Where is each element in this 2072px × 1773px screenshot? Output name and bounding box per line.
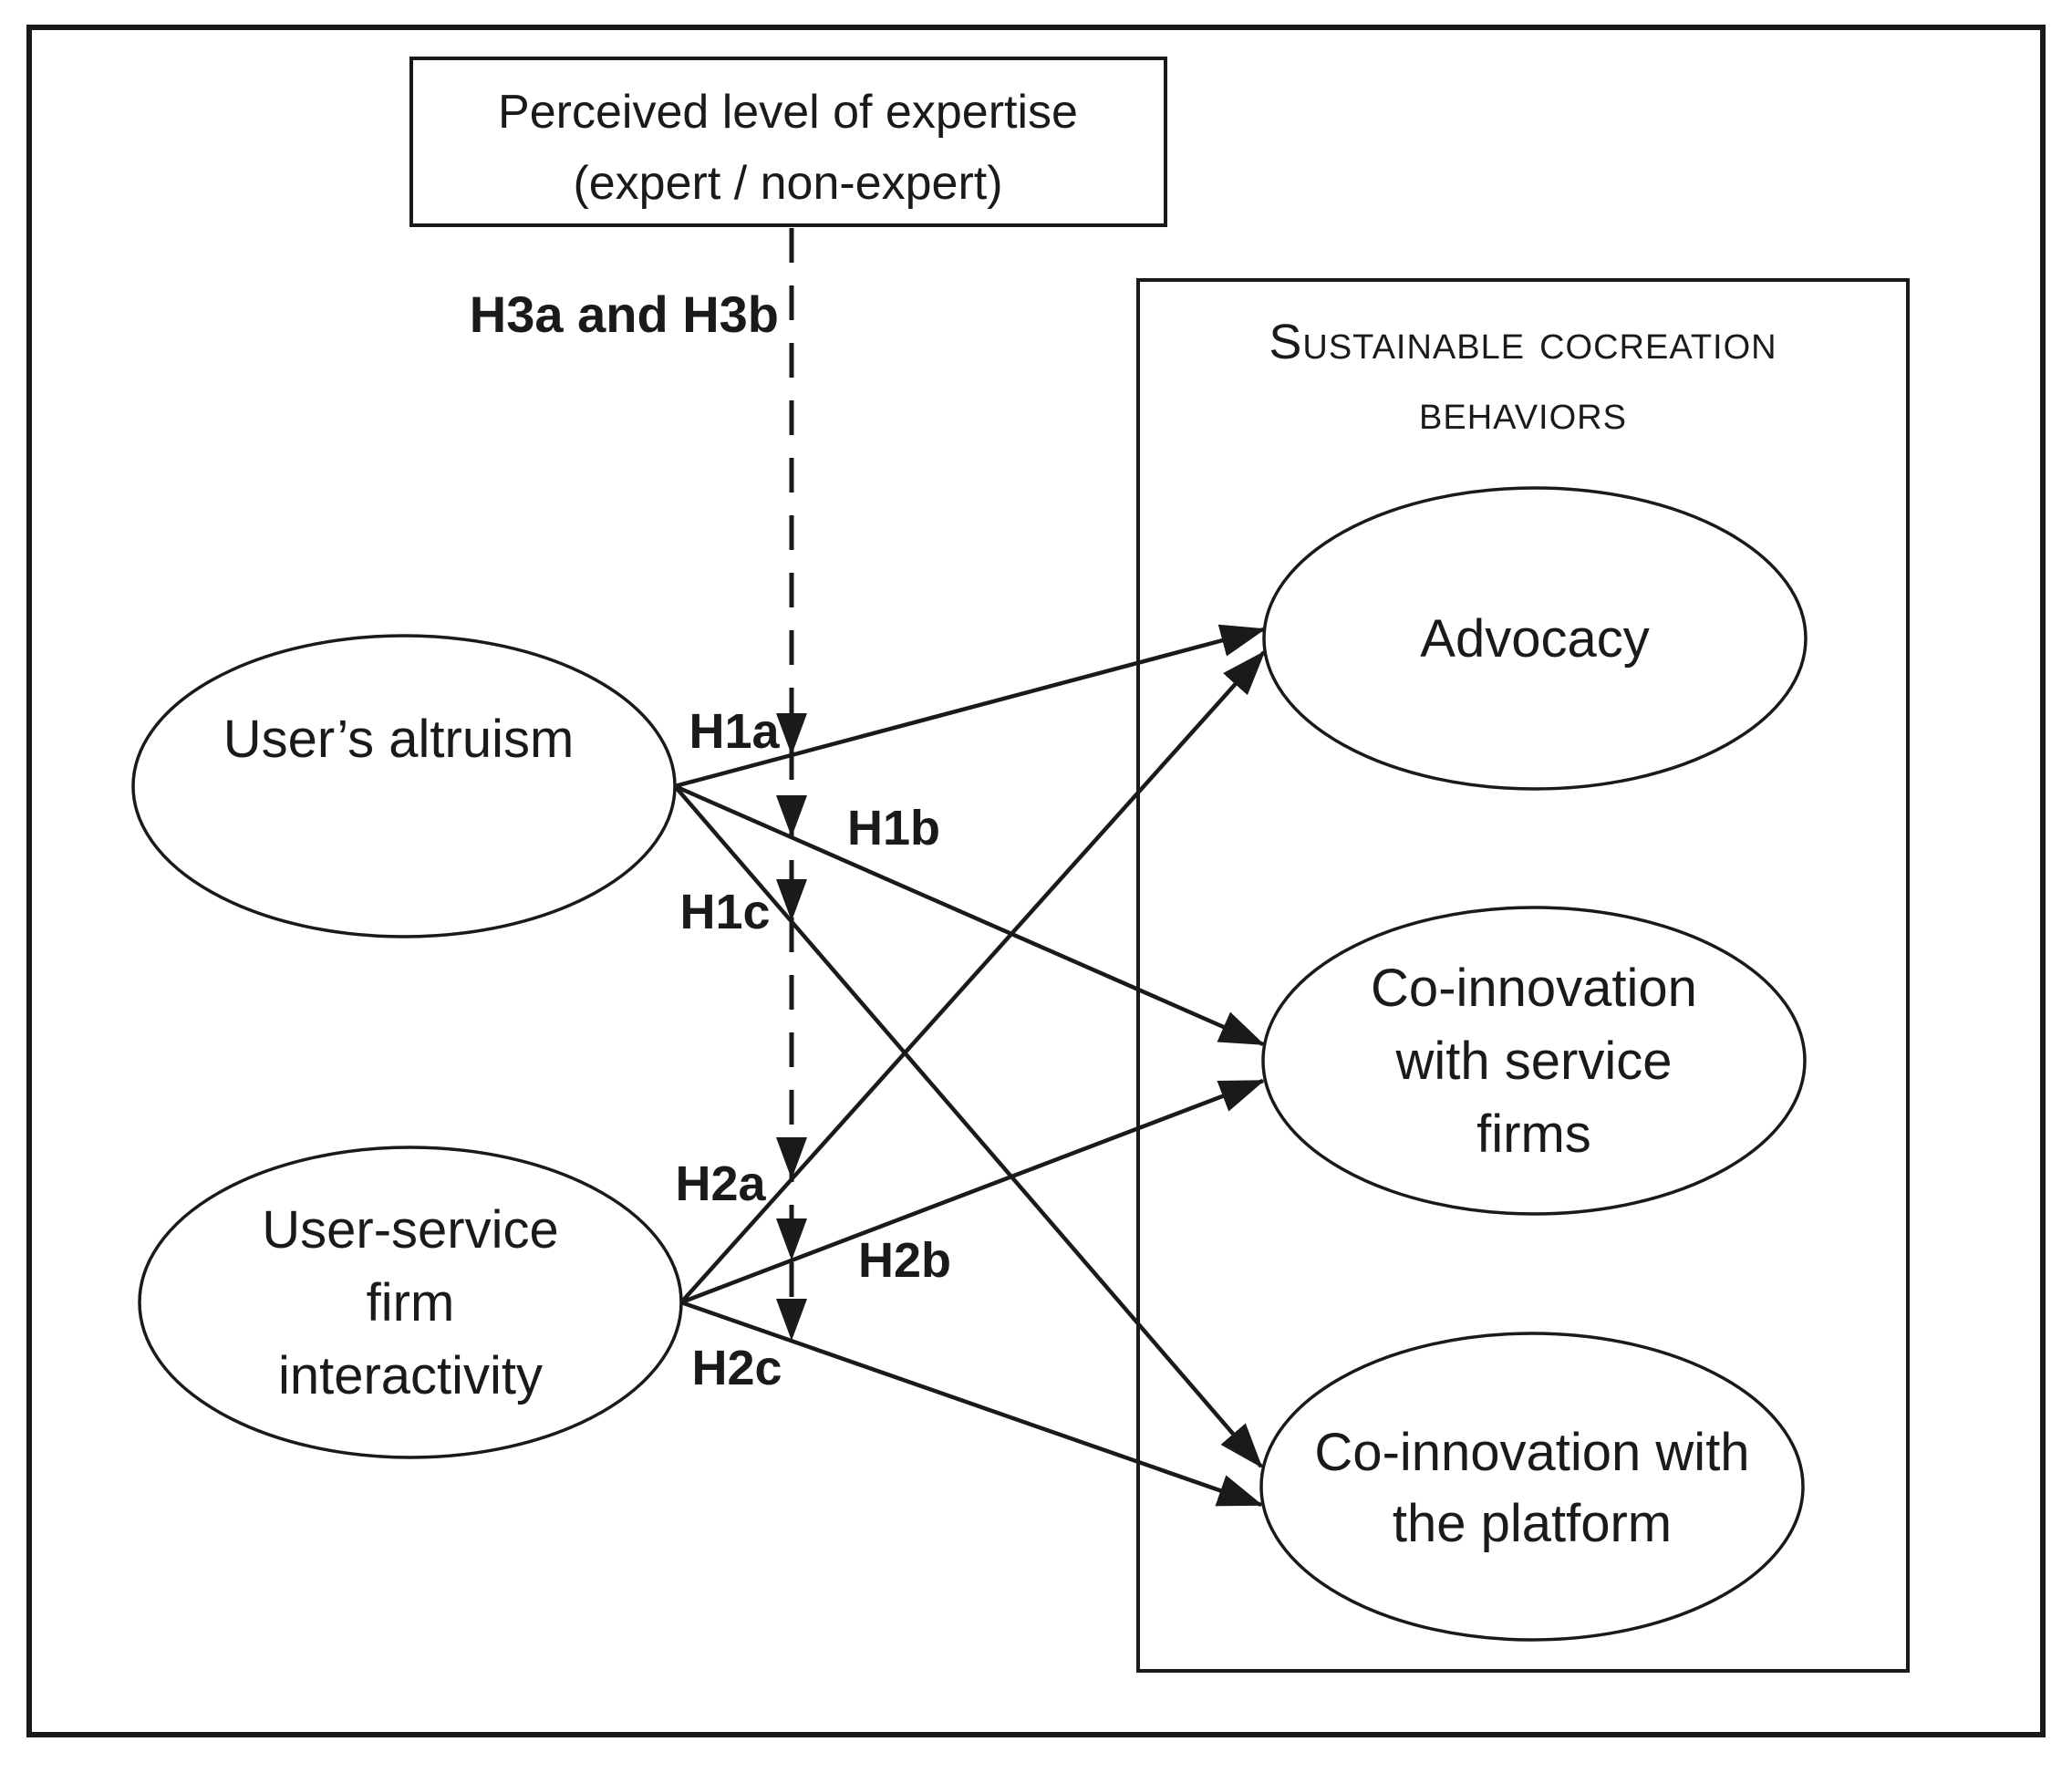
h2b-label: H2b <box>858 1233 951 1288</box>
moderation-arrowhead-h1b <box>776 795 807 837</box>
h1b-label: H1b <box>847 801 940 855</box>
users-altruism-label: User’s altruism <box>223 710 575 769</box>
coinnovation-firms-label-line2: with service <box>1395 1032 1673 1091</box>
moderation-arrowhead-h2a <box>776 1137 807 1179</box>
moderator-label-line2: (expert / non-expert) <box>573 157 1002 210</box>
arrow-h2a-interactivity-to-advocacy <box>679 650 1266 1304</box>
interactivity-label-line2: firm <box>367 1273 455 1332</box>
h1a-label: H1a <box>689 704 780 759</box>
h1c-label: H1c <box>679 885 770 939</box>
coinnovation-firms-label-line3: firms <box>1476 1104 1591 1164</box>
ellipse-advocacy <box>1262 486 1808 791</box>
outcome-group-title-line2: behaviors <box>1419 385 1627 440</box>
moderator-box <box>409 57 1167 227</box>
moderation-arrowhead-h2b <box>776 1218 807 1260</box>
h3-moderation-label: H3a and H3b <box>470 285 779 343</box>
moderation-arrowhead-h2c <box>776 1299 807 1341</box>
moderation-arrowhead-h1a <box>776 713 807 755</box>
advocacy-label: Advocacy <box>1420 609 1649 669</box>
h2c-label: H2c <box>691 1341 782 1395</box>
moderation-arrowhead-h1c <box>776 879 807 921</box>
interactivity-label-line3: interactivity <box>278 1346 543 1405</box>
arrow-h1a-altruism-to-advocacy <box>674 624 1267 789</box>
h2a-label: H2a <box>675 1156 766 1211</box>
outcome-group-title-line1: Sustainable cocreation <box>1269 315 1777 369</box>
coinnovation-firms-label-line1: Co-innovation <box>1371 959 1697 1018</box>
arrow-h1b-altruism-to-coinnovation-firms <box>674 783 1266 1047</box>
ellipse-coinnovation-platform <box>1259 1332 1805 1642</box>
interactivity-label-line1: User-service <box>262 1200 559 1260</box>
moderator-label-line1: Perceived level of expertise <box>498 86 1078 139</box>
coinnovation-platform-label-line1: Co-innovation with <box>1314 1423 1749 1482</box>
ellipse-user-service-firm-interactivity <box>138 1146 683 1459</box>
ellipse-coinnovation-service-firms <box>1261 906 1807 1216</box>
arrow-h2b-interactivity-to-coinnovation-firms <box>680 1078 1266 1305</box>
arrow-h1c-altruism-to-coinnovation-platform <box>673 784 1263 1468</box>
ellipse-users-altruism <box>131 634 677 938</box>
coinnovation-platform-label-line2: the platform <box>1393 1494 1672 1553</box>
arrow-h2c-interactivity-to-coinnovation-platform <box>680 1300 1264 1508</box>
